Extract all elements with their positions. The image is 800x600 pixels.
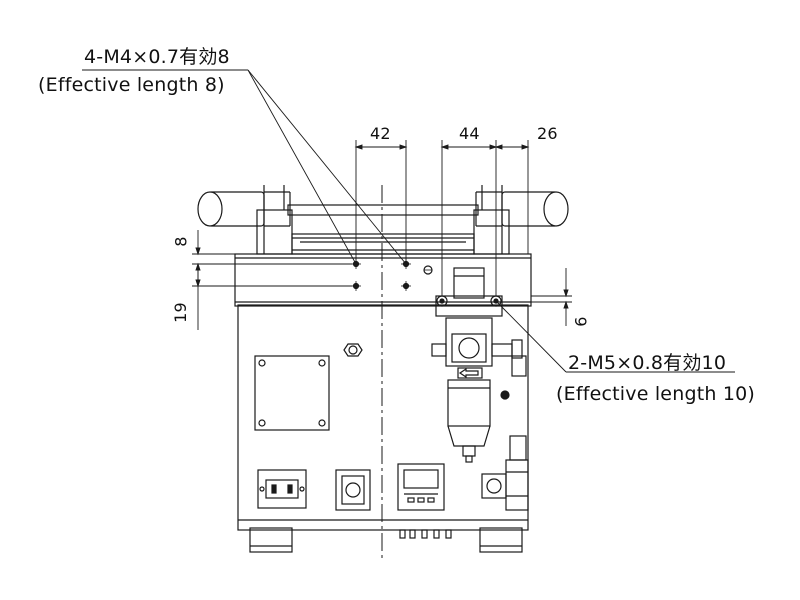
thread-holes-m4 (351, 259, 433, 291)
dim-19 (192, 264, 352, 330)
callout-top-thread: 4-M4×0.7有効8 (84, 46, 230, 68)
dim-label-44: 44 (459, 124, 480, 143)
callout-right-thread: 2-M5×0.8有効10 (568, 352, 727, 374)
dim-26 (494, 140, 530, 254)
cable-gland (343, 343, 363, 357)
dim-6 (502, 268, 572, 326)
top-plate (234, 253, 532, 307)
vent-panel (254, 355, 330, 431)
main-body (237, 304, 529, 539)
right-fittings (481, 355, 529, 511)
dim-label-19: 19 (170, 302, 190, 323)
leader-top (82, 69, 407, 265)
dim-label-42: 42 (370, 124, 391, 143)
digital-display (397, 463, 445, 511)
dim-42 (354, 140, 408, 262)
power-inlet (257, 469, 307, 509)
right-handle (475, 191, 569, 227)
leader-right (495, 300, 735, 373)
power-switch (335, 469, 371, 511)
left-handle (197, 191, 291, 227)
dim-label-26: 26 (537, 124, 558, 143)
callout-top-effective: (Effective length 8) (38, 74, 225, 96)
callout-right-effective: (Effective length 10) (556, 383, 756, 405)
dim-label-6: 6 (571, 316, 591, 327)
dim-44 (440, 140, 498, 296)
feet (249, 527, 523, 553)
top-rail (256, 185, 510, 255)
dim-label-8: 8 (171, 236, 191, 247)
filter-regulator (431, 267, 523, 463)
